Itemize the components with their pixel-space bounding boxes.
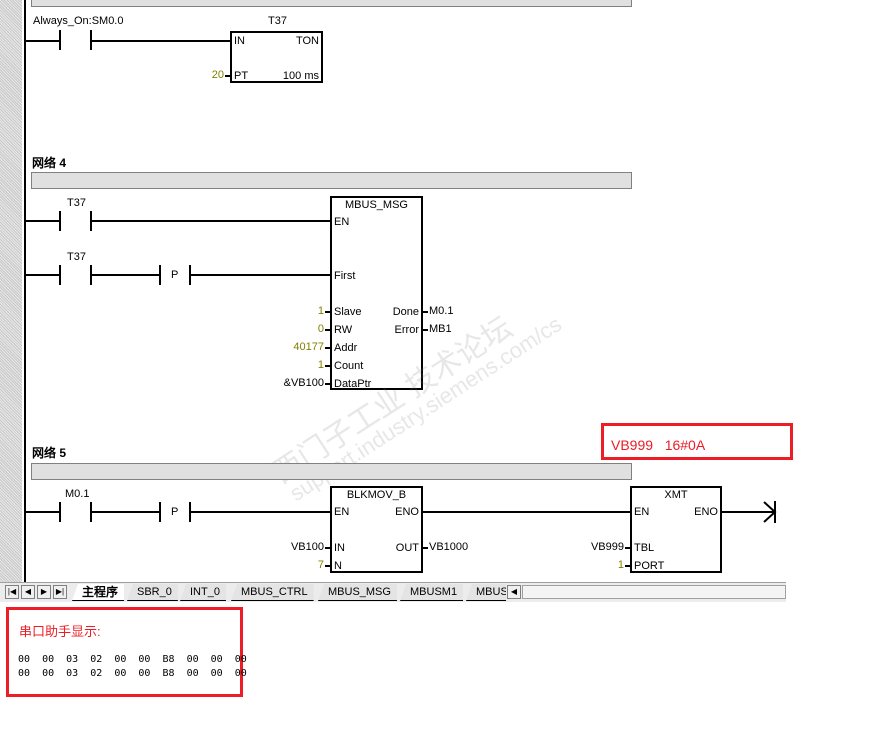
ton-timer-block[interactable]: IN TON PT 100 ms: [230, 31, 323, 83]
error-value[interactable]: MB1: [429, 323, 452, 335]
tab-mbus-ctrl[interactable]: MBUS_CTRL: [231, 584, 314, 601]
pin-in: IN: [234, 35, 245, 47]
pin-out: OUT: [395, 542, 419, 554]
next-tab-button[interactable]: ▶: [37, 585, 51, 599]
contact-no[interactable]: [59, 211, 61, 231]
left-margin: [0, 0, 22, 582]
tab-mbus[interactable]: MBUS: [466, 584, 506, 601]
first-tab-button[interactable]: |◀: [5, 585, 19, 599]
positive-edge-contact[interactable]: [159, 265, 161, 285]
network5-header-bar: [31, 463, 632, 480]
positive-edge-contact[interactable]: [159, 502, 161, 522]
pin-count: Count: [334, 360, 364, 372]
tab-mbusm1[interactable]: MBUSM1: [400, 584, 464, 601]
slave-value[interactable]: 1: [317, 305, 324, 317]
pin-addr: Addr: [334, 342, 358, 354]
timer-base: 100 ms: [282, 70, 319, 82]
tab-bar: |◀ ◀ ▶ ▶| 主程序 SBR_0 INT_0 MBUS_CTRL MBUS…: [0, 582, 786, 602]
pin-slave: Slave: [334, 306, 362, 318]
block-name: XMT: [664, 489, 688, 501]
pin-first: First: [334, 270, 356, 282]
tab-sbr0[interactable]: SBR_0: [127, 584, 178, 601]
network3-header-bar: [31, 0, 632, 7]
pin-port: PORT: [634, 560, 665, 572]
annotation-box: VB999 16#0A: [601, 423, 793, 460]
contact-label: T37: [67, 251, 86, 263]
serial-title: 串口助手显示:: [19, 624, 101, 639]
serial-line: 00 00 03 02 00 00 B8 00 00 00: [18, 654, 247, 665]
pin-en: EN: [334, 216, 350, 228]
addr-value[interactable]: 40177: [293, 341, 324, 353]
contact-no[interactable]: [59, 502, 61, 522]
contact-no[interactable]: [59, 30, 61, 50]
block-name: BLKMOV_B: [346, 489, 407, 501]
pin-rw: RW: [334, 324, 353, 336]
dataptr-value[interactable]: &VB100: [283, 377, 324, 389]
prev-tab-button[interactable]: ◀: [21, 585, 35, 599]
network4-header-bar: [31, 172, 632, 189]
pin-in: IN: [334, 542, 345, 554]
horizontal-scrollbar[interactable]: [522, 585, 786, 599]
out-value[interactable]: VB1000: [429, 541, 469, 553]
power-rail: [24, 0, 26, 582]
xmt-block[interactable]: XMT EN ENO TBL PORT: [630, 486, 722, 573]
pin-eno: ENO: [395, 506, 419, 518]
serial-line: 00 00 03 02 00 00 B8 00 00 00: [18, 668, 247, 679]
p-label: P: [171, 506, 179, 518]
mbus-msg-block[interactable]: MBUS_MSG EN First Slave RW Addr Count Da…: [330, 196, 423, 390]
pin-pt: PT: [234, 70, 249, 82]
rw-value[interactable]: 0: [317, 323, 324, 335]
blkmov-block[interactable]: BLKMOV_B EN ENO IN OUT N: [330, 486, 423, 573]
pin-eno: ENO: [694, 506, 718, 518]
pin-n: N: [334, 560, 342, 572]
pt-value[interactable]: 20: [211, 69, 224, 81]
pin-dataptr: DataPtr: [334, 378, 372, 390]
last-tab-button[interactable]: ▶|: [53, 585, 67, 599]
tab-mbus-msg[interactable]: MBUS_MSG: [318, 584, 397, 601]
done-value[interactable]: M0.1: [429, 305, 454, 317]
n-value[interactable]: 7: [317, 559, 324, 571]
network4-title: 网络 4: [32, 156, 67, 170]
tbl-value[interactable]: VB999: [590, 541, 624, 553]
timer-type: TON: [295, 35, 319, 47]
contact-label: T37: [67, 197, 86, 209]
pin-done: Done: [392, 306, 419, 318]
count-value[interactable]: 1: [317, 359, 324, 371]
pin-tbl: TBL: [634, 542, 655, 554]
rung-end-arrow-icon: [763, 501, 777, 523]
contact-label: Always_On:SM0.0: [33, 15, 124, 27]
network5-title: 网络 5: [32, 446, 67, 460]
contact-label: M0.1: [65, 488, 90, 500]
contact-no[interactable]: [59, 265, 61, 285]
pin-error: Error: [394, 324, 419, 336]
p-label: P: [171, 269, 179, 281]
tab-int0[interactable]: INT_0: [180, 584, 226, 601]
annotation-text: VB999 16#0A: [611, 437, 706, 453]
scroll-left-button[interactable]: ◀: [507, 585, 521, 599]
tab-main[interactable]: 主程序: [72, 584, 125, 601]
port-value[interactable]: 1: [617, 559, 624, 571]
pin-en: EN: [334, 506, 350, 518]
timer-name: T37: [268, 15, 287, 27]
in-value[interactable]: VB100: [290, 541, 324, 553]
block-name: MBUS_MSG: [345, 199, 408, 211]
pin-en: EN: [634, 506, 650, 518]
serial-output-box: 串口助手显示: 00 00 03 02 00 00 B8 00 00 00 00…: [6, 607, 247, 697]
